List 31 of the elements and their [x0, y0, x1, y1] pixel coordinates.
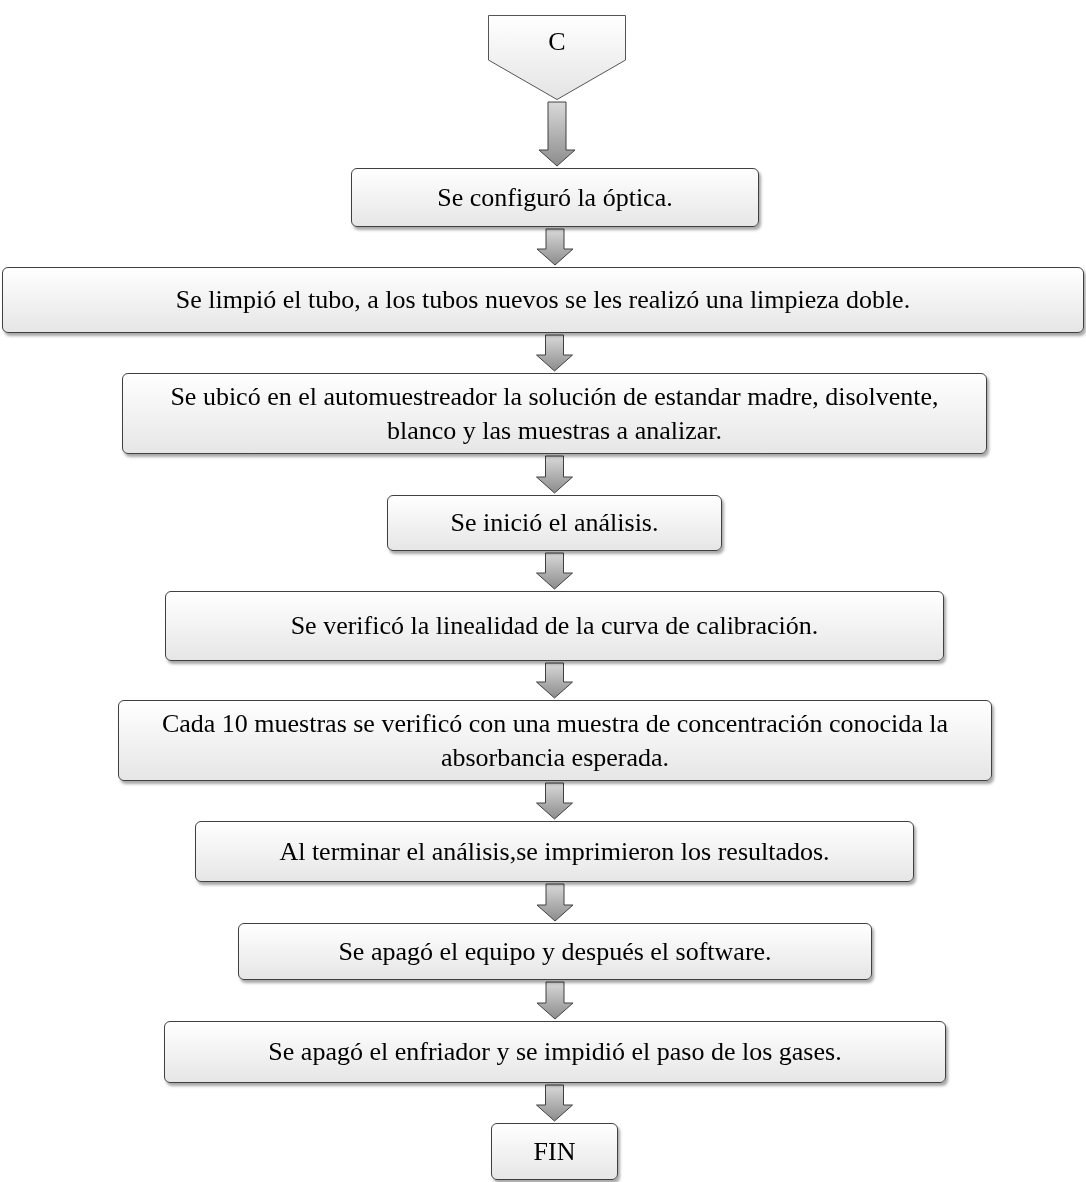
block-arrow [536, 552, 573, 590]
step-text: Se verificó la linealidad de la curva de calibración. [290, 610, 819, 642]
process-box [118, 700, 992, 781]
step-text: FIN [533, 1135, 576, 1168]
step-text: C [548, 26, 566, 58]
process-box [351, 168, 759, 227]
process-box [2, 267, 1084, 333]
step-text: Se apagó el enfriador y se impidió el paso de los gases. [268, 1036, 842, 1068]
step-text: Se apagó el equipo y después el software. [338, 935, 772, 968]
block-arrow [536, 334, 573, 372]
step-text: Se limpió el tubo, a los tubos nuevos se les realizó una limpieza doble. [175, 284, 911, 316]
block-arrow [536, 782, 573, 820]
process-box [164, 1021, 946, 1083]
process-box [491, 1123, 618, 1180]
block-arrow [538, 101, 576, 167]
process-box [238, 923, 872, 980]
step-text: Cada 10 muestras se verificó con una muestra de concentración conocida la absorbancia esperada. [160, 707, 950, 774]
process-box [165, 591, 944, 661]
block-arrow [536, 883, 574, 922]
process-box [195, 821, 914, 882]
block-arrow [536, 981, 574, 1020]
step-text: Se ubicó en el automuestreador la solución de estandar madre, disolvente, blanco y las muestras a analizar. [169, 380, 940, 447]
step-text: Al terminar el análisis,se imprimieron los resultados. [279, 835, 830, 868]
block-arrow [536, 662, 573, 699]
step-text: Se configuró la óptica. [437, 181, 673, 214]
step-text: Se inició el análisis. [450, 507, 659, 539]
process-box [387, 495, 722, 551]
block-arrow [536, 1084, 573, 1122]
block-arrow [536, 455, 573, 494]
block-arrow [536, 228, 574, 266]
process-box [122, 373, 987, 454]
